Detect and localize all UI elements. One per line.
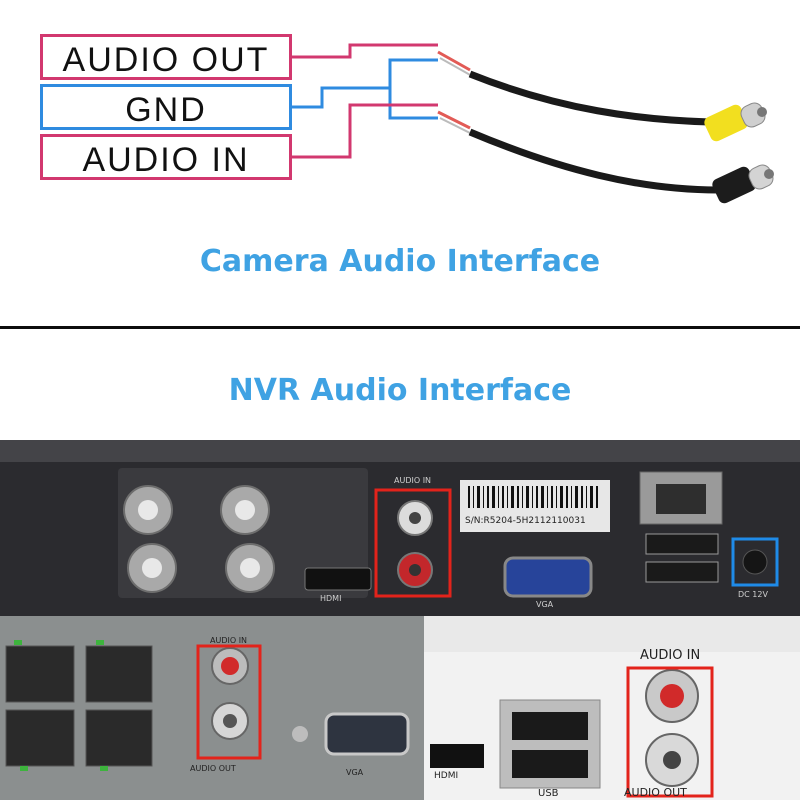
cable-diagram	[292, 43, 774, 204]
hdmi-text: HDMI	[320, 594, 342, 603]
cable-upper	[468, 70, 711, 126]
vga-text: VGA	[536, 600, 554, 609]
gnd-wire	[292, 58, 438, 109]
camera-audio-title: Camera Audio Interface	[199, 244, 601, 279]
usb-text: USB	[538, 788, 559, 799]
yellow-rca-connector	[704, 102, 767, 142]
nvr-audio-closeup-right: AUDIO IN AUDIO OUT USB HDMI	[424, 616, 800, 800]
dc-text: DC 12V	[738, 590, 768, 599]
audio-in-wire	[292, 103, 438, 159]
black-rca-connector	[712, 164, 774, 204]
nvr-audio-closeup-left: AUDIO IN AUDIO OUT VGA	[0, 616, 424, 800]
audio-out-wire	[292, 43, 438, 59]
serial-number: S/N:R5204-5H2112110031	[465, 516, 586, 526]
audio-out-text-3: AUDIO OUT	[624, 786, 687, 799]
vga-text-2: VGA	[346, 768, 364, 777]
audio-in-text-3: AUDIO IN	[640, 648, 701, 663]
audio-highlight-box	[374, 488, 452, 598]
audio-in-label: AUDIO IN	[40, 134, 292, 180]
section-divider	[0, 326, 800, 329]
audio-highlight-box-2	[196, 644, 262, 760]
power-highlight-box	[731, 537, 779, 587]
audio-highlight-box-3	[626, 666, 714, 798]
nvr-back-panel-photo: AUDIO IN S/N:R5204-5H2112110031 HDMI VGA…	[0, 440, 800, 616]
audio-in-text: AUDIO IN	[394, 476, 432, 485]
gnd-wire-2	[388, 88, 438, 120]
audio-out-label: AUDIO OUT	[40, 34, 292, 80]
nvr-audio-title: NVR Audio Interface	[228, 373, 572, 408]
gnd-label: GND	[40, 84, 292, 130]
cable-lower	[468, 128, 719, 194]
audio-in-text-2: AUDIO IN	[210, 636, 248, 645]
audio-out-text-2: AUDIO OUT	[190, 764, 236, 773]
hdmi-text-3: HDMI	[434, 771, 459, 781]
